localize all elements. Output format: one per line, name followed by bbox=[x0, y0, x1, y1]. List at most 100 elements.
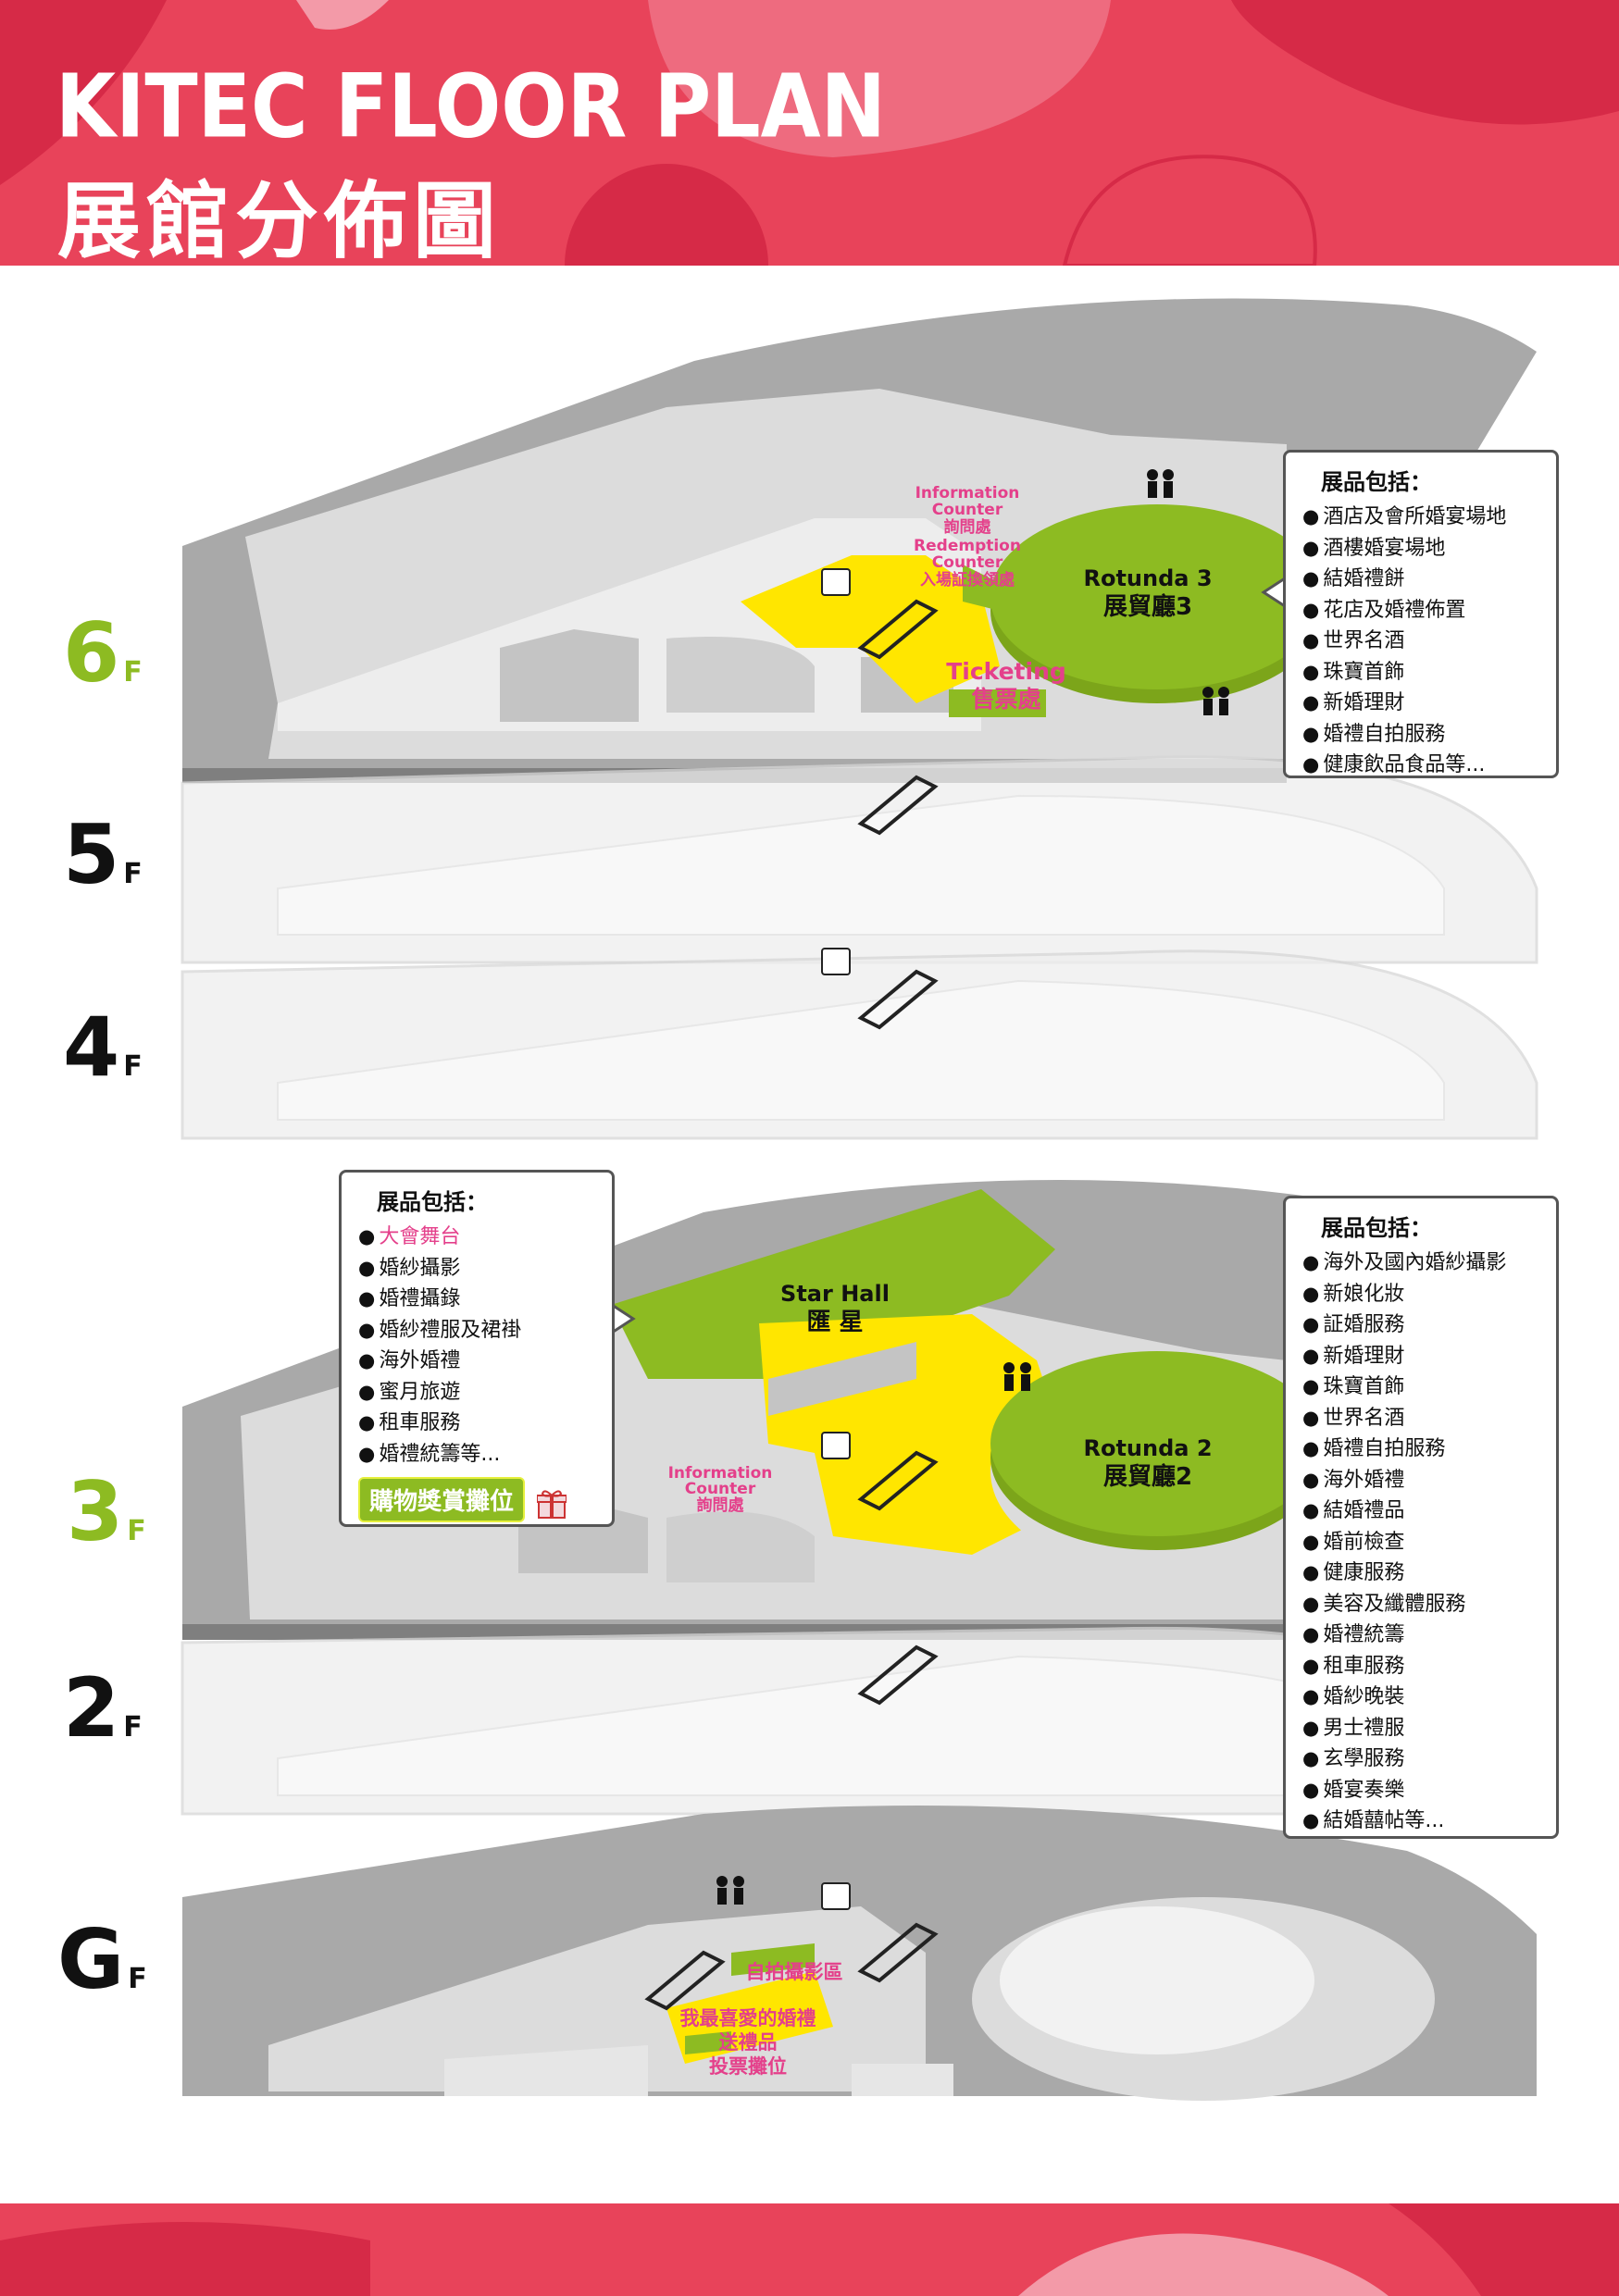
toilet-icon bbox=[716, 469, 1229, 1905]
selfie-zone-label: 自拍攝影區 bbox=[746, 1961, 843, 1983]
exhibits-box-title: 展品包括： bbox=[1321, 469, 1432, 495]
list-item: 婚前檢查 bbox=[1302, 1527, 1541, 1558]
floor-number: 4 bbox=[63, 999, 120, 1095]
page-title-chinese: 展館分佈圖 bbox=[57, 173, 502, 266]
floor-4-plan bbox=[181, 949, 1538, 1140]
list-item: 婚禮統籌等... bbox=[358, 1439, 597, 1471]
lift-icon bbox=[821, 568, 851, 1910]
list-item: 婚禮統籌 bbox=[1302, 1620, 1541, 1651]
exhibits-box-title: 展品包括： bbox=[377, 1189, 488, 1215]
list-item: 婚禮自拍服務 bbox=[1302, 719, 1541, 751]
list-item: 花店及婚禮佈置 bbox=[1302, 595, 1541, 627]
list-item: 酒店及會所婚宴場地 bbox=[1302, 502, 1541, 533]
list-item: 新婚理財 bbox=[1302, 688, 1541, 719]
exhibits-list: 海外及國內婚紗攝影 新娘化妝 証婚服務 新婚理財 珠寶首飾 世界名酒 婚禮自拍服… bbox=[1302, 1247, 1541, 1837]
list-item: 婚禮自拍服務 bbox=[1302, 1433, 1541, 1465]
star-hall-label: Star Hall bbox=[780, 1281, 890, 1307]
escalator-icon bbox=[644, 599, 939, 2011]
list-item: 男士禮服 bbox=[1302, 1713, 1541, 1744]
list-item: 結婚禮品 bbox=[1302, 1496, 1541, 1527]
list-item: 大會舞台 bbox=[358, 1222, 597, 1253]
vote-booth-label-line2: 送禮品 bbox=[719, 2031, 778, 2054]
list-item: 結婚禮餅 bbox=[1302, 564, 1541, 595]
exhibits-box-3f-left: 展品包括： 大會舞台 婚紗攝影 婚禮攝錄 婚紗禮服及裙褂 海外婚禮 蜜月旅遊 租… bbox=[339, 1170, 615, 1527]
redemption-counter-label-line2: Counter bbox=[932, 553, 1003, 572]
rotunda-2-label: Rotunda 2 bbox=[1083, 1435, 1212, 1461]
ticketing-label-zh: 售票處 bbox=[971, 686, 1040, 713]
floor-number: 6 bbox=[63, 605, 120, 701]
floor-suffix: F bbox=[123, 1711, 143, 1744]
list-item: 婚禮攝錄 bbox=[358, 1284, 597, 1315]
floor-2-plan bbox=[181, 1626, 1538, 1816]
floor-suffix: F bbox=[123, 858, 143, 890]
footer-background bbox=[0, 2203, 1619, 2296]
list-item: 証婚服務 bbox=[1302, 1309, 1541, 1341]
list-item: 世界名酒 bbox=[1302, 626, 1541, 657]
floor-g-plan bbox=[182, 1806, 1537, 2101]
list-item: 海外婚禮 bbox=[358, 1346, 597, 1377]
list-item: 婚紗禮服及裙褂 bbox=[358, 1315, 597, 1347]
star-hall-label-zh: 匯 星 bbox=[806, 1309, 863, 1336]
rotunda-3-label-zh: 展貿廳3 bbox=[1103, 592, 1192, 621]
list-item: 婚紗晚裝 bbox=[1302, 1682, 1541, 1713]
list-item: 美容及纖體服務 bbox=[1302, 1589, 1541, 1620]
gift-icon bbox=[536, 1488, 568, 1523]
shopping-reward-badge: 購物獎賞攤位 bbox=[358, 1477, 526, 1522]
list-item: 酒樓婚宴場地 bbox=[1302, 533, 1541, 565]
list-item: 健康飲品食品等... bbox=[1302, 750, 1541, 781]
floor-number: 2 bbox=[63, 1660, 120, 1756]
list-item: 珠寶首飾 bbox=[1302, 657, 1541, 689]
info-counter-label-3f-zh: 詢問處 bbox=[697, 1496, 745, 1515]
footer-banner bbox=[0, 2203, 1619, 2296]
floor-number: 5 bbox=[63, 807, 120, 902]
header-background bbox=[0, 0, 1619, 266]
floor-number: 3 bbox=[67, 1464, 124, 1559]
page-title: KITEC FLOOR PLAN bbox=[56, 56, 886, 157]
list-item: 租車服務 bbox=[1302, 1651, 1541, 1682]
list-item: 玄學服務 bbox=[1302, 1744, 1541, 1775]
list-item: 結婚囍帖等... bbox=[1302, 1806, 1541, 1837]
list-item: 蜜月旅遊 bbox=[358, 1377, 597, 1409]
header-banner: KITEC FLOOR PLAN 展館分佈圖 bbox=[0, 0, 1619, 266]
info-counter-label-3f: Information bbox=[668, 1464, 773, 1483]
exhibits-list: 酒店及會所婚宴場地 酒樓婚宴場地 結婚禮餅 花店及婚禮佈置 世界名酒 珠寶首飾 … bbox=[1302, 502, 1541, 781]
floor-6-plan bbox=[182, 298, 1537, 783]
list-item: 婚宴奏樂 bbox=[1302, 1775, 1541, 1806]
redemption-counter-label-zh: 入場証換領處 bbox=[920, 570, 1015, 590]
list-item: 世界名酒 bbox=[1302, 1403, 1541, 1434]
floor-suffix: F bbox=[127, 1515, 146, 1547]
floor-number: G bbox=[57, 1912, 125, 2007]
floor-5-plan bbox=[181, 755, 1538, 964]
rotunda-2-label-zh: 展貿廳2 bbox=[1103, 1462, 1192, 1491]
vote-booth-label-line1: 我最喜愛的婚禮 bbox=[680, 2007, 816, 2029]
info-counter-label-6f-line2: Counter bbox=[932, 501, 1003, 519]
map-text-labels: Information Counter 詢問處 Redemption Count… bbox=[668, 484, 1213, 2078]
info-counter-label-3f-line2: Counter bbox=[685, 1480, 756, 1498]
exhibits-box-3f-right: 展品包括： 海外及國內婚紗攝影 新娘化妝 証婚服務 新婚理財 珠寶首飾 世界名酒… bbox=[1283, 1196, 1559, 1839]
exhibits-list: 大會舞台 婚紗攝影 婚禮攝錄 婚紗禮服及裙褂 海外婚禮 蜜月旅遊 租車服務 婚禮… bbox=[358, 1222, 597, 1470]
exhibits-box-title: 展品包括： bbox=[1321, 1215, 1432, 1241]
floor-suffix: F bbox=[128, 1963, 147, 1995]
floor-suffix: F bbox=[123, 656, 143, 689]
rotunda-3-label: Rotunda 3 bbox=[1083, 565, 1212, 591]
info-counter-label-6f-zh: 詢問處 bbox=[944, 517, 992, 537]
list-item: 海外婚禮 bbox=[1302, 1465, 1541, 1496]
ticketing-label: Ticketing bbox=[946, 658, 1066, 685]
list-item: 婚紗攝影 bbox=[358, 1253, 597, 1285]
list-item: 珠寶首飾 bbox=[1302, 1371, 1541, 1403]
vote-booth-label-line3: 投票攤位 bbox=[709, 2055, 787, 2078]
list-item: 海外及國內婚紗攝影 bbox=[1302, 1247, 1541, 1279]
redemption-counter-label: Redemption bbox=[914, 537, 1021, 555]
list-item: 新娘化妝 bbox=[1302, 1279, 1541, 1310]
list-item: 新婚理財 bbox=[1302, 1341, 1541, 1372]
info-counter-label-6f: Information bbox=[915, 484, 1020, 503]
exhibits-box-6f: 展品包括： 酒店及會所婚宴場地 酒樓婚宴場地 結婚禮餅 花店及婚禮佈置 世界名酒… bbox=[1283, 450, 1559, 778]
list-item: 租車服務 bbox=[358, 1408, 597, 1439]
